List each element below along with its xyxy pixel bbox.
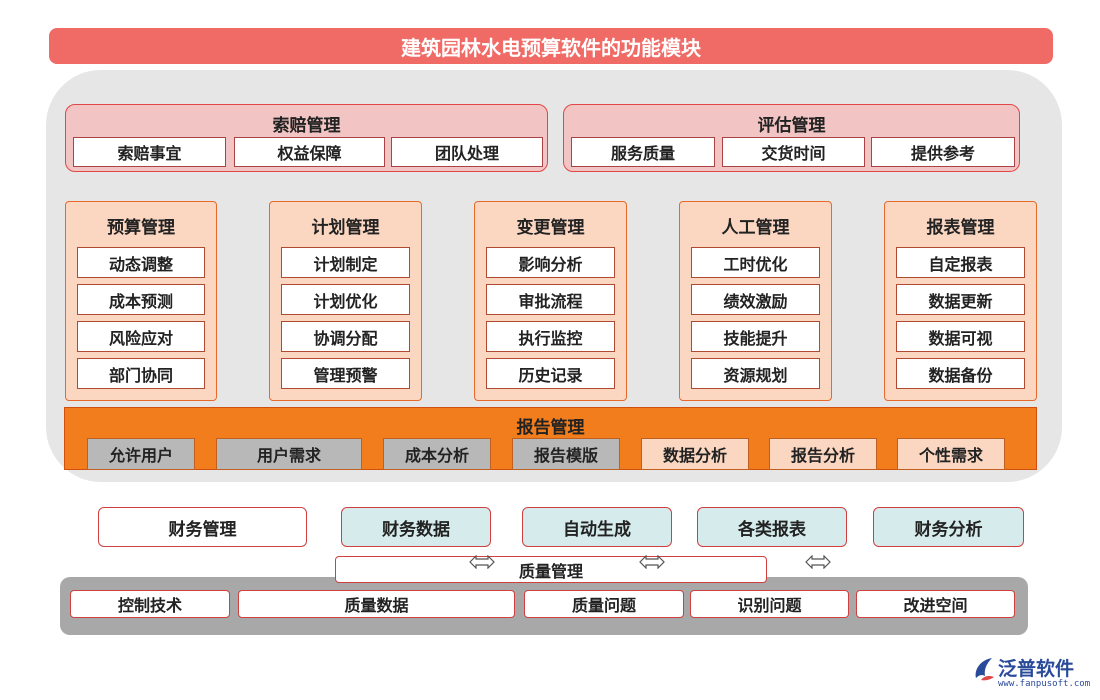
module-item: 动态调整 bbox=[77, 247, 205, 278]
module-item: 成本预测 bbox=[77, 284, 205, 315]
module-item: 历史记录 bbox=[486, 358, 615, 389]
module-item: 自定报表 bbox=[896, 247, 1025, 278]
module-item: 计划制定 bbox=[281, 247, 410, 278]
report-title: 报告管理 bbox=[516, 418, 585, 438]
module-item: 技能提升 bbox=[691, 321, 820, 352]
module-item: 管理预警 bbox=[281, 358, 410, 389]
finance-title: 财务管理 bbox=[98, 507, 307, 547]
double-arrow-icon bbox=[805, 555, 831, 569]
quality-item: 质量问题 bbox=[524, 590, 684, 618]
evaluation-item: 服务质量 bbox=[571, 137, 715, 167]
module-item: 数据可视 bbox=[896, 321, 1025, 352]
claims-title: 索赔管理 bbox=[272, 116, 341, 136]
report-item: 报告模版 bbox=[512, 438, 620, 470]
finance-item: 财务数据 bbox=[341, 507, 491, 547]
evaluation-item: 交货时间 bbox=[722, 137, 865, 167]
finance-item: 各类报表 bbox=[697, 507, 847, 547]
module-title: 变更管理 bbox=[516, 218, 585, 238]
module-item: 风险应对 bbox=[77, 321, 205, 352]
double-arrow-icon bbox=[469, 555, 495, 569]
finance-item: 自动生成 bbox=[522, 507, 672, 547]
finance-item: 财务分析 bbox=[873, 507, 1024, 547]
module-title: 报表管理 bbox=[926, 218, 995, 238]
brand-logo: 泛普软件 www.fanpusoft.com bbox=[972, 652, 1094, 696]
evaluation-item: 提供参考 bbox=[871, 137, 1015, 167]
quality-item: 识别问题 bbox=[690, 590, 849, 618]
module-item: 绩效激励 bbox=[691, 284, 820, 315]
logo-url: www.fanpusoft.com bbox=[998, 679, 1091, 689]
quality-item: 改进空间 bbox=[856, 590, 1015, 618]
evaluation-title: 评估管理 bbox=[757, 116, 826, 136]
module-item: 审批流程 bbox=[486, 284, 615, 315]
module-title: 计划管理 bbox=[311, 218, 380, 238]
module-item: 数据更新 bbox=[896, 284, 1025, 315]
module-item: 资源规划 bbox=[691, 358, 820, 389]
module-item: 数据备份 bbox=[896, 358, 1025, 389]
quality-title: 质量管理 bbox=[335, 556, 767, 583]
report-item: 允许用户 bbox=[87, 438, 195, 470]
module-item: 协调分配 bbox=[281, 321, 410, 352]
claims-item: 团队处理 bbox=[391, 137, 543, 167]
report-item: 数据分析 bbox=[641, 438, 749, 470]
claims-item: 权益保障 bbox=[234, 137, 385, 167]
module-item: 工时优化 bbox=[691, 247, 820, 278]
quality-item: 控制技术 bbox=[70, 590, 230, 618]
report-item: 用户需求 bbox=[216, 438, 362, 470]
quality-item: 质量数据 bbox=[238, 590, 515, 618]
double-arrow-icon bbox=[639, 555, 665, 569]
module-item: 计划优化 bbox=[281, 284, 410, 315]
module-title: 预算管理 bbox=[107, 218, 175, 238]
module-title: 人工管理 bbox=[721, 218, 790, 238]
fanpu-logo-icon bbox=[975, 658, 994, 681]
module-item: 执行监控 bbox=[486, 321, 615, 352]
report-item: 报告分析 bbox=[769, 438, 877, 470]
page-title: 建筑园林水电预算软件的功能模块 bbox=[49, 28, 1053, 64]
report-item: 个性需求 bbox=[897, 438, 1005, 470]
module-item: 影响分析 bbox=[486, 247, 615, 278]
report-item: 成本分析 bbox=[383, 438, 491, 470]
claims-item: 索赔事宜 bbox=[73, 137, 226, 167]
logo-name: 泛普软件 bbox=[998, 658, 1075, 680]
module-item: 部门协同 bbox=[77, 358, 205, 389]
